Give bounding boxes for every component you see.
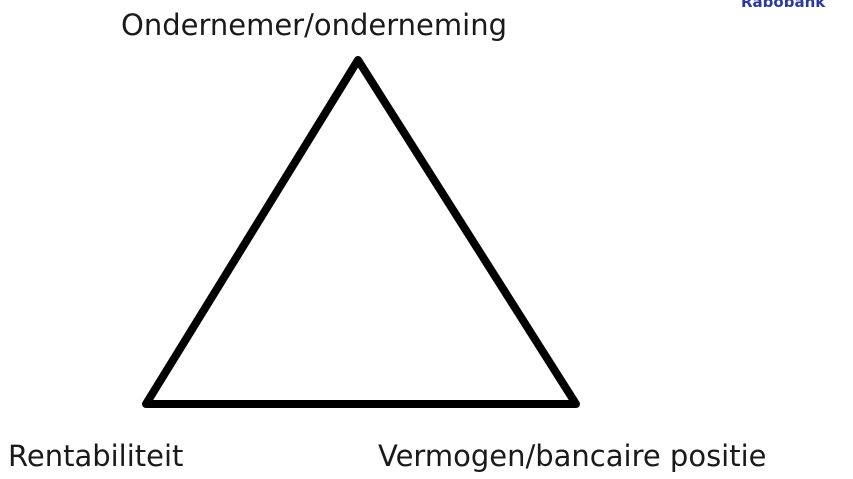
vertex-label-bottom-right: Vermogen/bancaire positie (378, 439, 767, 473)
triangle-shape (142, 56, 580, 408)
vertex-label-top: Ondernemer/onderneming (121, 8, 507, 42)
vertex-label-bottom-left: Rentabiliteit (8, 439, 184, 473)
brand-logo-text: Rabobank (741, 0, 826, 11)
